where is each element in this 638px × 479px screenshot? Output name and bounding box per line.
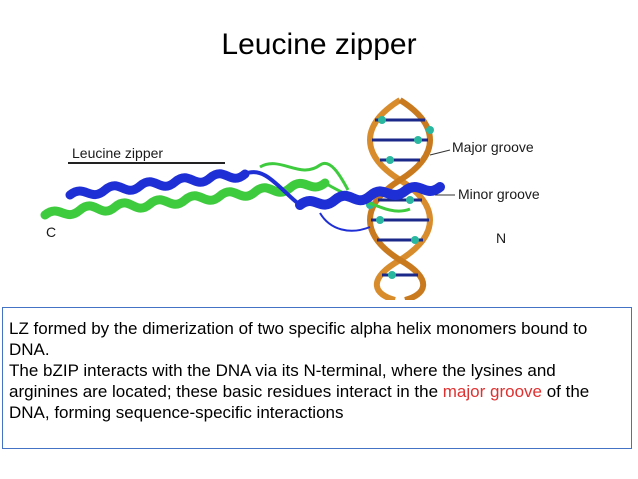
description-line-2-start: The bZIP interacts with the DNA via its … xyxy=(9,361,556,401)
dna-double-helix xyxy=(366,97,434,300)
c-terminus-label: C xyxy=(46,224,56,240)
minor-groove-label: Minor groove xyxy=(458,186,540,202)
n-terminus-label: N xyxy=(496,230,506,246)
description-line-2-end: of the DNA, forming sequence-specific in… xyxy=(9,382,590,422)
leucine-zipper-label: Leucine zipper xyxy=(72,145,163,161)
major-groove-pointer xyxy=(429,149,451,156)
description-line-2: The bZIP interacts with the DNA via its … xyxy=(9,360,625,423)
bzip-dna-illustration: Leucine zipper Major groove Minor groove… xyxy=(40,97,540,300)
description-line-1: LZ formed by the dimerization of two spe… xyxy=(9,319,588,359)
major-groove-highlight: major groove xyxy=(442,382,542,401)
leucine-zipper-figure: Leucine zipper Major groove Minor groove… xyxy=(30,95,610,300)
description-textbox: LZ formed by the dimerization of two spe… xyxy=(2,307,632,449)
major-groove-label: Major groove xyxy=(452,139,534,155)
blue-alpha-helix xyxy=(65,169,445,232)
slide-title: Leucine zipper xyxy=(221,28,417,61)
